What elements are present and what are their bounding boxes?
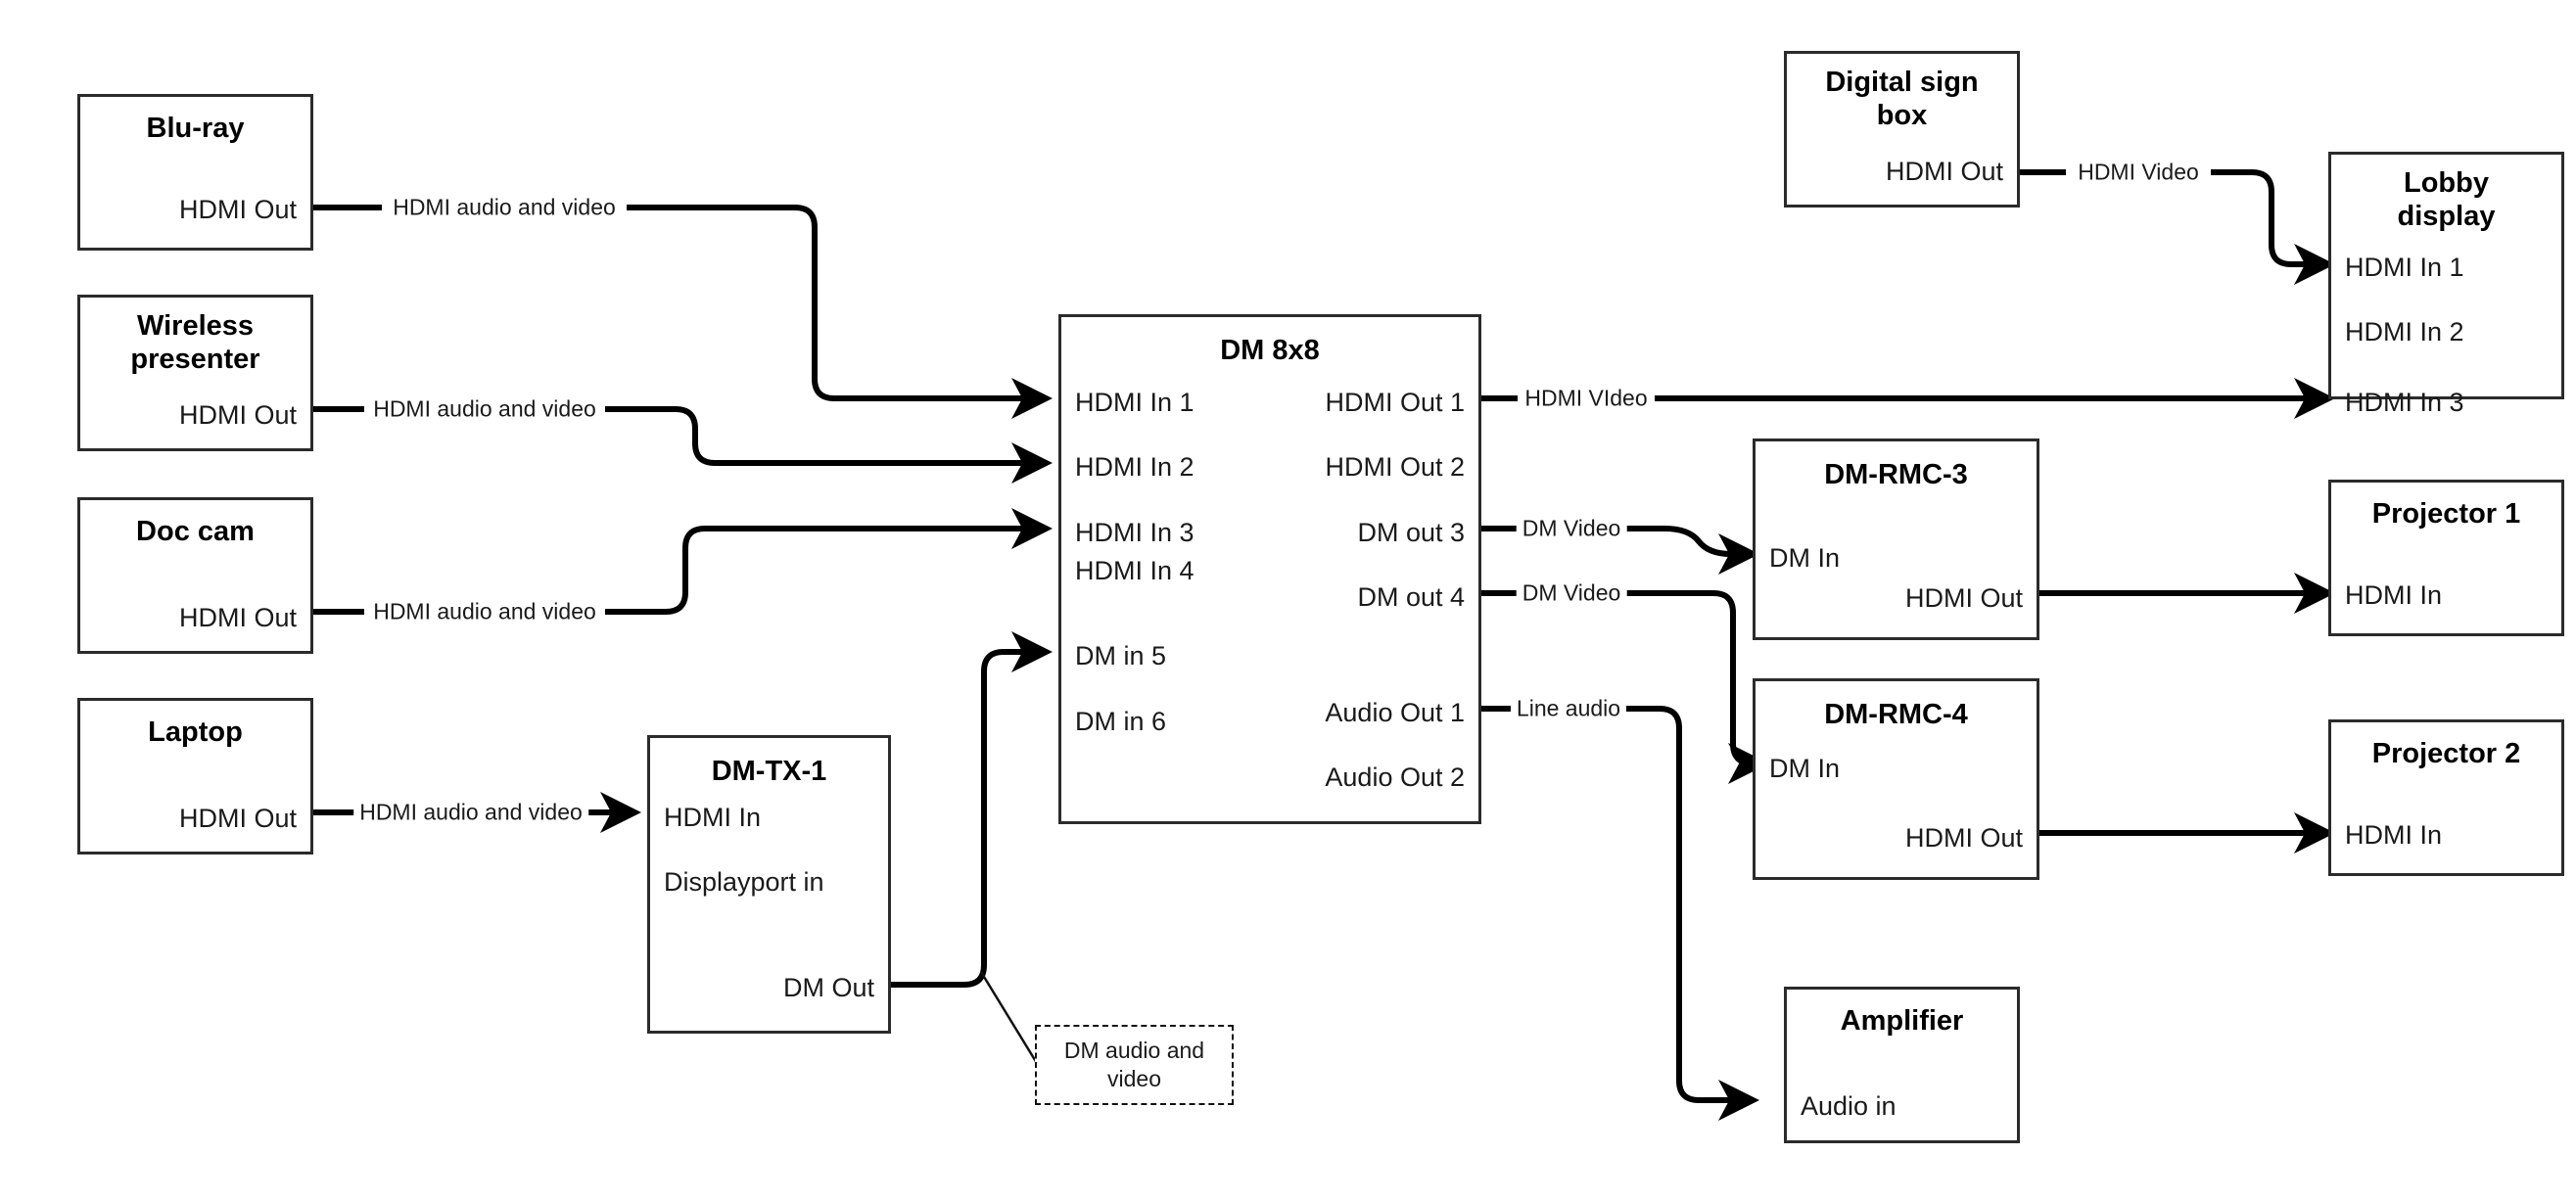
port-dm-in-6: DM in 6	[1075, 707, 1167, 736]
edge-label-dm-out3-to-rmc3: DM Video	[1516, 515, 1627, 542]
edge-label-dm-out1-to-lobby: HDMI VIdeo	[1519, 385, 1654, 412]
node-title: Projector 1	[2371, 498, 2521, 530]
port-dm-in: DM In	[1769, 543, 1841, 573]
port-hdmi-out: HDMI Out	[1885, 157, 2003, 186]
node-amplifier[interactable]: Amplifier Audio in	[1784, 987, 2020, 1143]
node-laptop[interactable]: Laptop HDMI Out	[77, 698, 313, 855]
port-hdmi-in-3: HDMI In 3	[1075, 518, 1194, 547]
port-hdmi-in-2: HDMI In 2	[2345, 317, 2464, 346]
node-lobby-display[interactable]: Lobby display HDMI In 1 HDMI In 2 HDMI I…	[2328, 152, 2564, 417]
callout-leader-line	[979, 971, 1045, 1074]
edge-label-laptop-to-tx: HDMI audio and video	[353, 799, 588, 826]
node-title: Laptop	[148, 716, 243, 748]
node-title: DM-TX-1	[711, 756, 827, 787]
port-hdmi-out: HDMI Out	[178, 400, 297, 430]
wire-dm-out4-to-rmc4	[1480, 590, 1762, 763]
port-hdmi-in-4: HDMI In 4	[1075, 556, 1194, 585]
port-hdmi-in-1: HDMI In 1	[2345, 253, 2464, 282]
port-dm-in-5: DM in 5	[1075, 641, 1167, 670]
port-hdmi-out-1: HDMI Out 1	[1325, 388, 1465, 417]
wire-sign-to-lobby-in1	[2020, 169, 2328, 264]
port-hdmi-out: HDMI Out	[1904, 583, 2023, 613]
node-projector-2[interactable]: Projector 2 HDMI In	[2328, 719, 2564, 876]
node-title: DM-RMC-3	[1824, 459, 1968, 490]
port-hdmi-out-2: HDMI Out 2	[1325, 452, 1465, 482]
node-title: Digital sign box	[1825, 67, 1979, 131]
port-hdmi-out: HDMI Out	[178, 195, 297, 224]
edge-label-sign-to-lobby: HDMI Video	[2072, 159, 2205, 186]
port-hdmi-in-1: HDMI In 1	[1075, 388, 1194, 417]
edge-label-wireless-to-dm: HDMI audio and video	[367, 395, 602, 423]
edge-label-dm-out4-to-rmc4: DM Video	[1516, 579, 1627, 607]
port-hdmi-in-2: HDMI In 2	[1075, 452, 1194, 482]
node-bluray[interactable]: Blu-ray HDMI Out	[77, 94, 313, 251]
wire-tx-dmout-to-dm-in5	[891, 631, 1053, 988]
node-title: Amplifier	[1840, 1005, 1964, 1037]
node-wireless-presenter[interactable]: Wireless presenter HDMI Out	[77, 295, 313, 451]
edge-label-doccam-to-dm: HDMI audio and video	[367, 598, 602, 625]
wire-dm-out3-to-rmc3	[1480, 529, 1753, 554]
callout-dm-audio-and-video: DM audio and video	[1035, 1025, 1234, 1105]
port-hdmi-out: HDMI Out	[178, 804, 297, 833]
edge-label-bluray-to-dm: HDMI audio and video	[387, 194, 622, 221]
node-dm-rmc-3[interactable]: DM-RMC-3 DM In HDMI Out	[1753, 439, 2039, 640]
node-dm-8x8[interactable]: DM 8x8 HDMI In 1 HDMI In 2 HDMI In 3 HDM…	[1058, 314, 1481, 824]
port-dm-out-4: DM out 4	[1357, 582, 1465, 612]
port-audio-out-2: Audio Out 2	[1325, 762, 1465, 792]
node-projector-1[interactable]: Projector 1 HDMI In	[2328, 480, 2564, 636]
node-title: DM 8x8	[1220, 335, 1320, 366]
wire-dm-audio1-to-amplifier	[1480, 706, 1753, 1100]
wire-doccam-to-dm-in3	[313, 529, 1046, 615]
port-dm-out: DM Out	[782, 973, 874, 1002]
node-title: Lobby display	[2397, 167, 2496, 232]
node-dm-rmc-4[interactable]: DM-RMC-4 DM In HDMI Out	[1753, 678, 2039, 880]
node-doc-cam[interactable]: Doc cam HDMI Out	[77, 497, 313, 654]
port-hdmi-in: HDMI In	[2345, 580, 2443, 610]
node-title: Wireless presenter	[130, 310, 260, 375]
node-title: Projector 2	[2371, 738, 2521, 769]
port-audio-out-1: Audio Out 1	[1325, 698, 1465, 727]
port-audio-in: Audio in	[1801, 1091, 1897, 1121]
wire-bluray-to-dm-in1	[313, 205, 1046, 398]
port-dm-in: DM In	[1769, 754, 1841, 783]
wire-wireless-to-dm-in2	[313, 406, 1046, 463]
node-digital-sign-box[interactable]: Digital sign box HDMI Out	[1784, 51, 2020, 208]
edge-label-dm-audio1-to-amp: Line audio	[1510, 695, 1627, 722]
port-hdmi-in: HDMI In	[664, 803, 762, 832]
port-hdmi-in: HDMI In	[2345, 820, 2443, 850]
node-title: DM-RMC-4	[1824, 699, 1968, 730]
port-dm-out-3: DM out 3	[1357, 518, 1465, 547]
port-displayport-in: Displayport in	[664, 867, 824, 897]
port-hdmi-out: HDMI Out	[178, 603, 297, 632]
node-dm-tx-1[interactable]: DM-TX-1 HDMI In Displayport in DM Out	[647, 735, 891, 1034]
port-hdmi-in-3: HDMI In 3	[2345, 388, 2464, 417]
port-hdmi-out: HDMI Out	[1904, 823, 2023, 853]
node-title: Doc cam	[136, 516, 255, 547]
node-title: Blu-ray	[146, 113, 245, 144]
